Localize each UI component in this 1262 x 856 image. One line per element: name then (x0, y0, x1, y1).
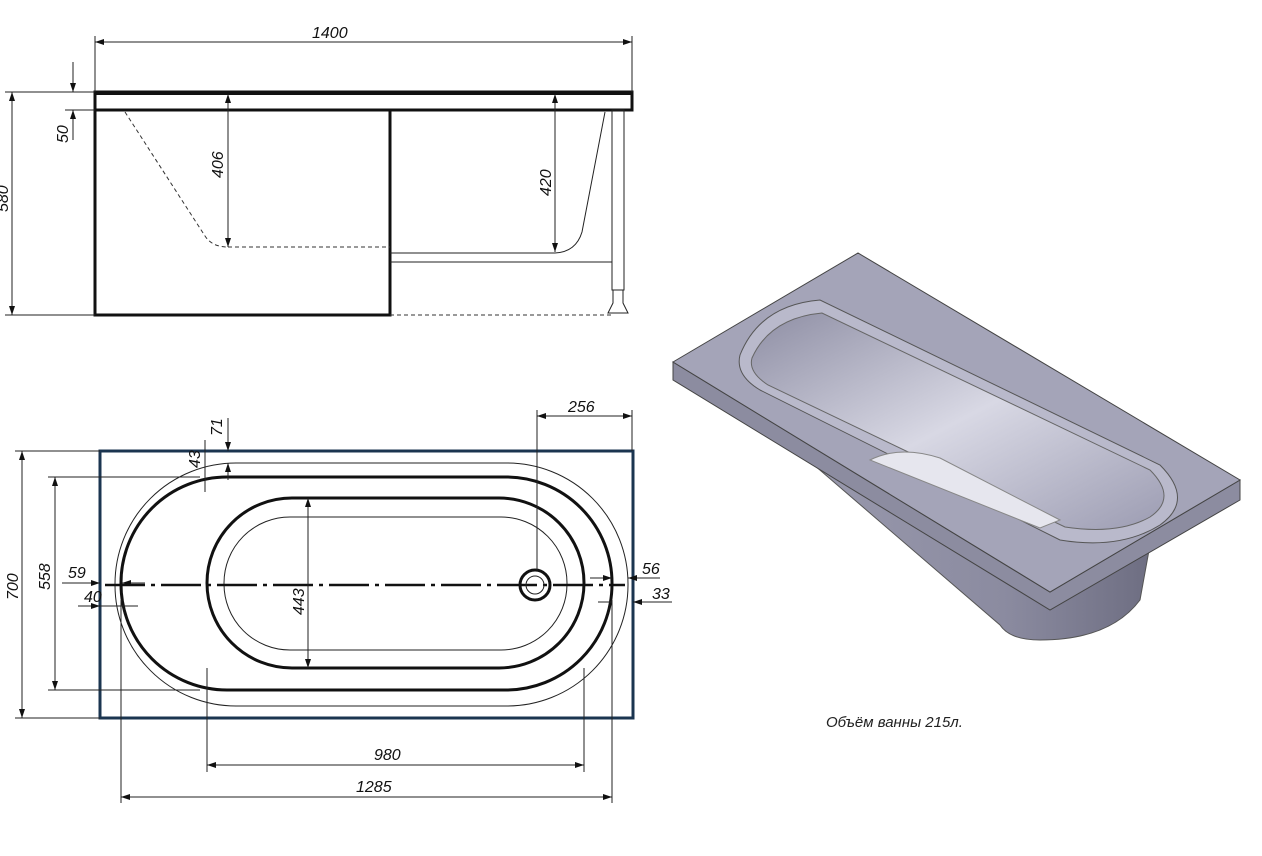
dim-59: 59 (68, 565, 86, 582)
dim-406: 406 (210, 151, 227, 178)
dim-1285: 1285 (356, 779, 392, 796)
bathtub-3d-render (672, 252, 1241, 641)
dim-980: 980 (374, 747, 401, 764)
dim-40: 40 (84, 589, 102, 606)
dim-256: 256 (567, 399, 595, 416)
dim-420: 420 (538, 169, 555, 196)
dim-1400: 1400 (312, 25, 348, 42)
dim-71: 71 (209, 418, 226, 436)
dim-50: 50 (55, 125, 72, 143)
volume-caption: Объём ванны 215л. (826, 714, 963, 731)
dim-56: 56 (642, 561, 660, 578)
dim-33: 33 (652, 586, 670, 603)
side-view: 1400 580 50 406 420 (0, 25, 634, 317)
dim-43: 43 (187, 450, 204, 468)
dim-558: 558 (37, 563, 54, 590)
dim-700: 700 (5, 573, 22, 600)
dim-443: 443 (291, 588, 308, 615)
top-view: 700 558 443 980 1285 256 71 43 59 40 56 … (5, 399, 672, 803)
dim-580: 580 (0, 185, 12, 212)
